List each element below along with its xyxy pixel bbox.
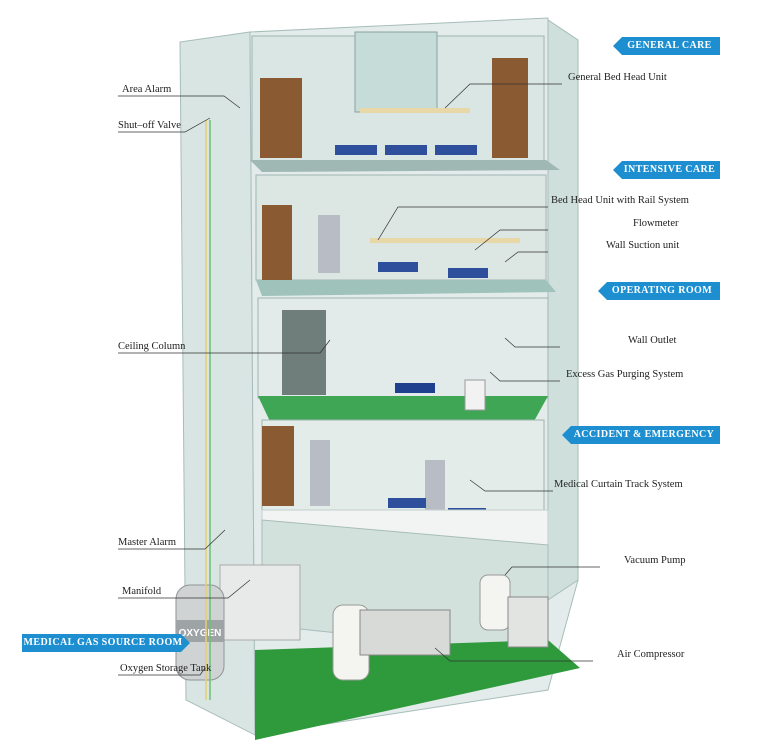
- oxygen-manifold: [219, 564, 301, 641]
- general-care-slab: [250, 160, 560, 172]
- intensive-care-door: [262, 205, 292, 280]
- icu-rail: [370, 238, 520, 243]
- label-flowmeter: Flowmeter: [633, 218, 679, 229]
- label-bed-head-rail-system: Bed Head Unit with Rail System: [551, 195, 689, 206]
- general-bed-3: [435, 145, 477, 155]
- icu-bed-2: [448, 268, 488, 278]
- label-area-alarm: Area Alarm: [122, 84, 172, 95]
- label-manifold: Manifold: [122, 586, 162, 597]
- general-care-door-left: [260, 78, 302, 158]
- label-master-alarm: Master Alarm: [118, 537, 177, 548]
- oxygen-tank-text: OXYGEN: [179, 628, 222, 639]
- label-excess-gas-purging: Excess Gas Purging System: [566, 369, 684, 380]
- intensive-care-slab: [256, 280, 556, 296]
- air-compressor-unit: [359, 609, 451, 656]
- icu-bed-1: [378, 262, 418, 272]
- icu-curtain: [318, 215, 340, 273]
- general-care-window: [354, 31, 438, 113]
- label-shutoff-valve: Shut–off Valve: [118, 120, 181, 131]
- emergency-curtain-1: [310, 440, 330, 506]
- label-ceiling-column: Ceiling Column: [118, 341, 186, 352]
- banner-accident-emergency: ACCIDENT & EMERGENCY: [562, 426, 720, 444]
- label-wall-suction-unit: Wall Suction unit: [606, 240, 680, 251]
- anesthesia-machine: [464, 379, 486, 411]
- general-bed-head-rail: [360, 108, 470, 113]
- general-bed-2: [385, 145, 427, 155]
- oxygen-tank-band: [176, 620, 224, 642]
- label-wall-outlet: Wall Outlet: [628, 335, 677, 346]
- emergency-room: [261, 419, 545, 511]
- general-care-door-right: [492, 58, 528, 158]
- emergency-bed-1: [388, 498, 426, 508]
- label-oxygen-storage-tank: Oxygen Storage Tank: [120, 663, 212, 674]
- banner-medical-gas-source-room: MEDICAL GAS SOURCE ROOM: [22, 634, 190, 652]
- label-vacuum-pump: Vacuum Pump: [624, 555, 686, 566]
- label-curtain-track-system: Medical Curtain Track System: [554, 479, 683, 490]
- banner-intensive-care: INTENSIVE CARE: [613, 161, 720, 179]
- label-air-compressor: Air Compressor: [617, 649, 685, 660]
- general-bed-1: [335, 145, 377, 155]
- vacuum-pump-unit: [507, 596, 549, 648]
- building-right-glass: [547, 19, 579, 601]
- banner-operating-room: OPERATING ROOM: [598, 282, 720, 300]
- operating-table: [395, 383, 435, 393]
- emergency-door: [262, 426, 294, 506]
- leader-lines: [118, 83, 600, 676]
- vacuum-pump-tank: [479, 574, 511, 631]
- banner-general-care: GENERAL CARE: [613, 37, 720, 55]
- label-general-bed-head-unit: General Bed Head Unit: [568, 72, 667, 83]
- operating-room-doorway: [282, 310, 326, 395]
